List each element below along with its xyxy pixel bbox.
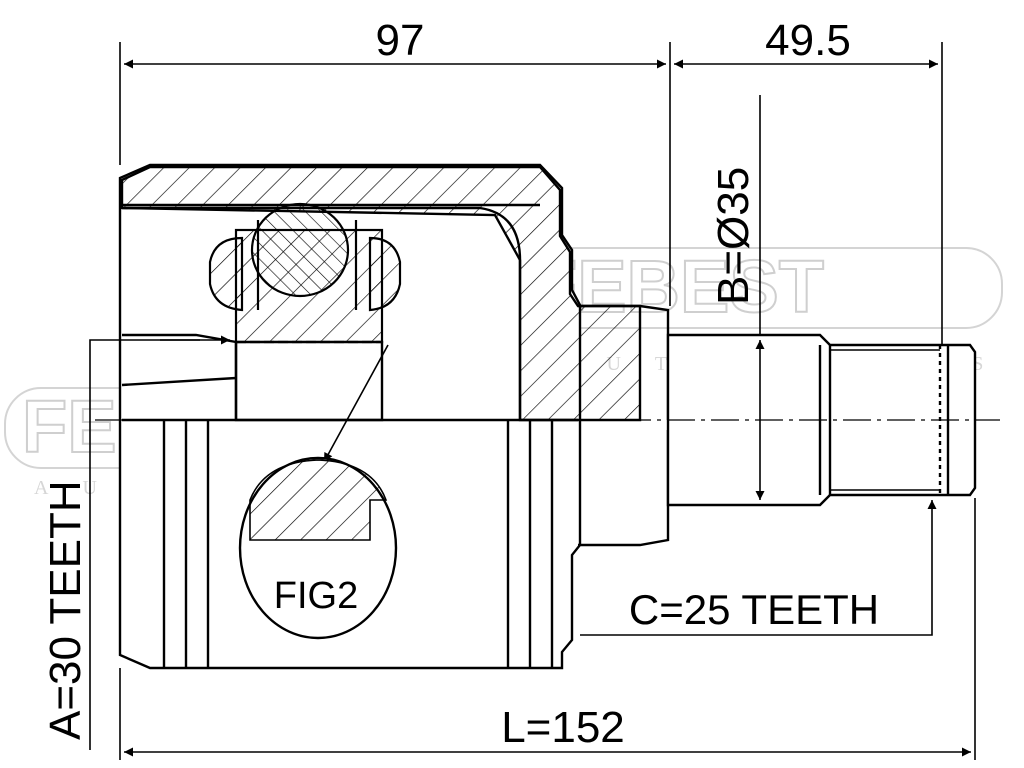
spider — [208, 202, 402, 344]
dim-outer-teeth: C=25 TEETH — [629, 586, 879, 633]
dim-total-length: L=152 — [501, 703, 625, 752]
dim-97: 97 — [376, 16, 425, 65]
fig2-detail: FIG2 — [238, 344, 398, 640]
housing — [118, 163, 670, 670]
figure-label: FIG2 — [274, 575, 358, 617]
dim-49-5: 49.5 — [765, 16, 851, 65]
dim-inner-teeth: A=30 TEETH — [41, 480, 90, 740]
dim-shaft-diameter: B=Ø35 — [709, 167, 758, 305]
dimensions — [89, 42, 976, 760]
